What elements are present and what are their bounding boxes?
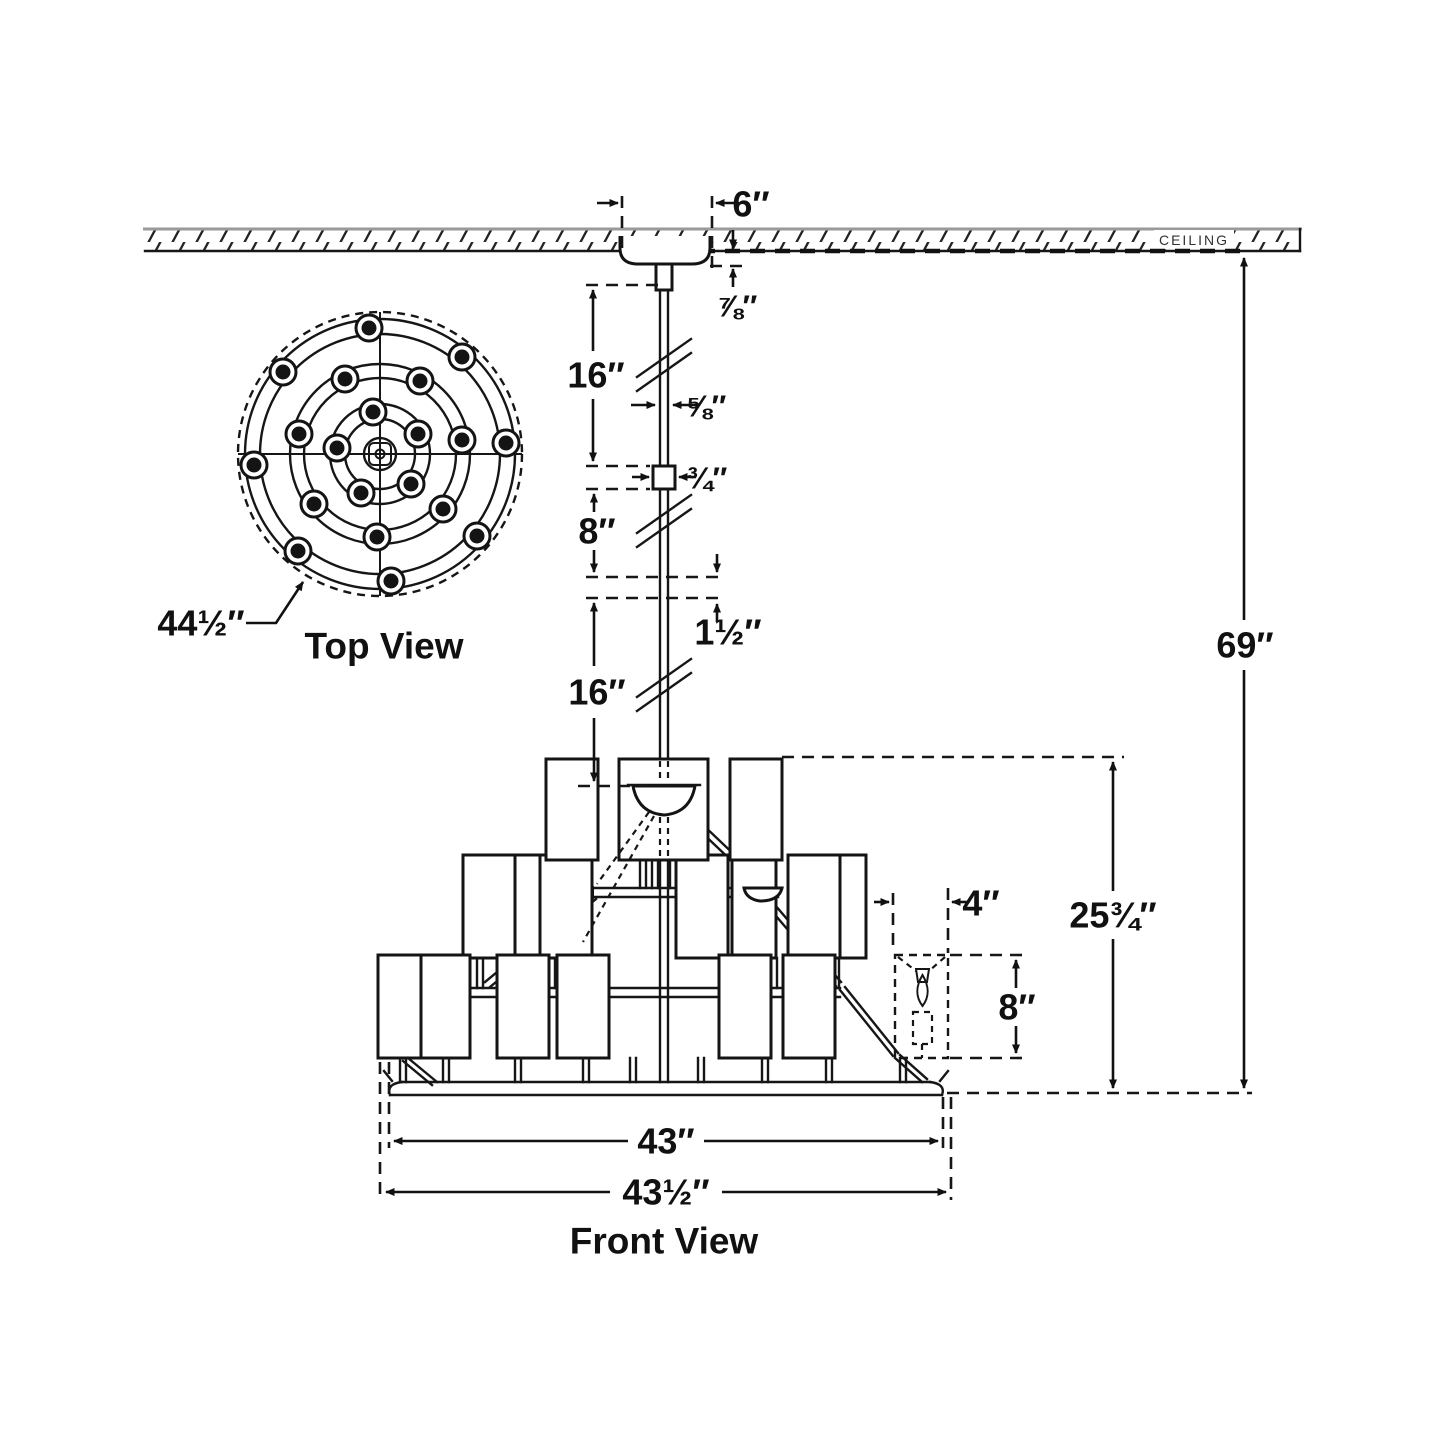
socket: [914, 968, 931, 983]
pipe-break-symbols: [635, 337, 693, 713]
center-hub: [362, 436, 398, 472]
svg-text:1½″: 1½″: [694, 612, 761, 653]
svg-text:8″: 8″: [578, 511, 615, 552]
svg-text:25¾″: 25¾″: [1069, 895, 1156, 936]
dim-overall-height: 69″: [1214, 257, 1274, 1089]
ceiling-label: CEILING: [1159, 232, 1229, 248]
dim-fixture-height: 25¾″: [1066, 761, 1161, 1089]
dim-rod-mid: 8″: [578, 493, 616, 573]
svg-text:8″: 8″: [998, 987, 1035, 1028]
middle-tier-shades: [461, 853, 868, 960]
svg-text:43½″: 43½″: [622, 1172, 709, 1213]
dimensions: 6″ ⅞″ 16″ ⅝″ ¾″: [378, 184, 1274, 1262]
candle-body: [911, 1010, 934, 1046]
dim-coupler-gap: 1½″: [586, 554, 762, 653]
svg-text:⅝″: ⅝″: [686, 389, 727, 424]
svg-text:43″: 43″: [637, 1121, 694, 1162]
dim-rod-upper: 16″: [567, 283, 658, 462]
dim-fixture-width: 43″ 43½″: [378, 1062, 953, 1213]
front-view-caption: Front View: [570, 1221, 759, 1262]
dim-canopy-width: 6″: [597, 184, 770, 268]
svg-text:⅞″: ⅞″: [717, 289, 758, 324]
ring-posts: [398, 1053, 929, 1087]
stem-coupler: [651, 464, 677, 491]
top-view-caption: Top View: [305, 626, 464, 667]
svg-text:6″: 6″: [732, 184, 769, 225]
bottom-ring: [382, 1069, 950, 1097]
front-view: [376, 757, 950, 1097]
dim-rod-diameter: ⅝″: [631, 389, 727, 424]
svg-text:69″: 69″: [1216, 625, 1273, 666]
svg-text:16″: 16″: [567, 355, 624, 396]
svg-text:¾″: ¾″: [687, 461, 728, 496]
svg-text:16″: 16″: [568, 672, 625, 713]
top-tier-shades: [544, 757, 784, 862]
canopy-and-stem: [618, 236, 712, 761]
dim-shade-height: 8″: [950, 953, 1036, 1060]
top-view-diameter-label: 44½″: [157, 603, 244, 644]
dim-shade-width: 4″: [874, 883, 1000, 953]
diameter-leader-arrow: [246, 581, 305, 625]
arm-cup: [742, 886, 784, 903]
dim-rod-lower: 16″: [568, 602, 676, 788]
ceiling-band: CEILING: [143, 227, 1302, 254]
candle-shade: [893, 953, 950, 1060]
top-view: 44½″ Top View: [157, 310, 524, 667]
bottom-tier-shades: [376, 953, 837, 1060]
stem-collar: [654, 262, 674, 292]
candle-flame-bulb: [916, 973, 929, 1008]
svg-text:4″: 4″: [962, 883, 999, 924]
ceiling-canopy: [618, 236, 712, 266]
dim-canopy-height: ⅞″: [710, 230, 758, 324]
dim-coupler-width: ¾″: [586, 461, 728, 496]
